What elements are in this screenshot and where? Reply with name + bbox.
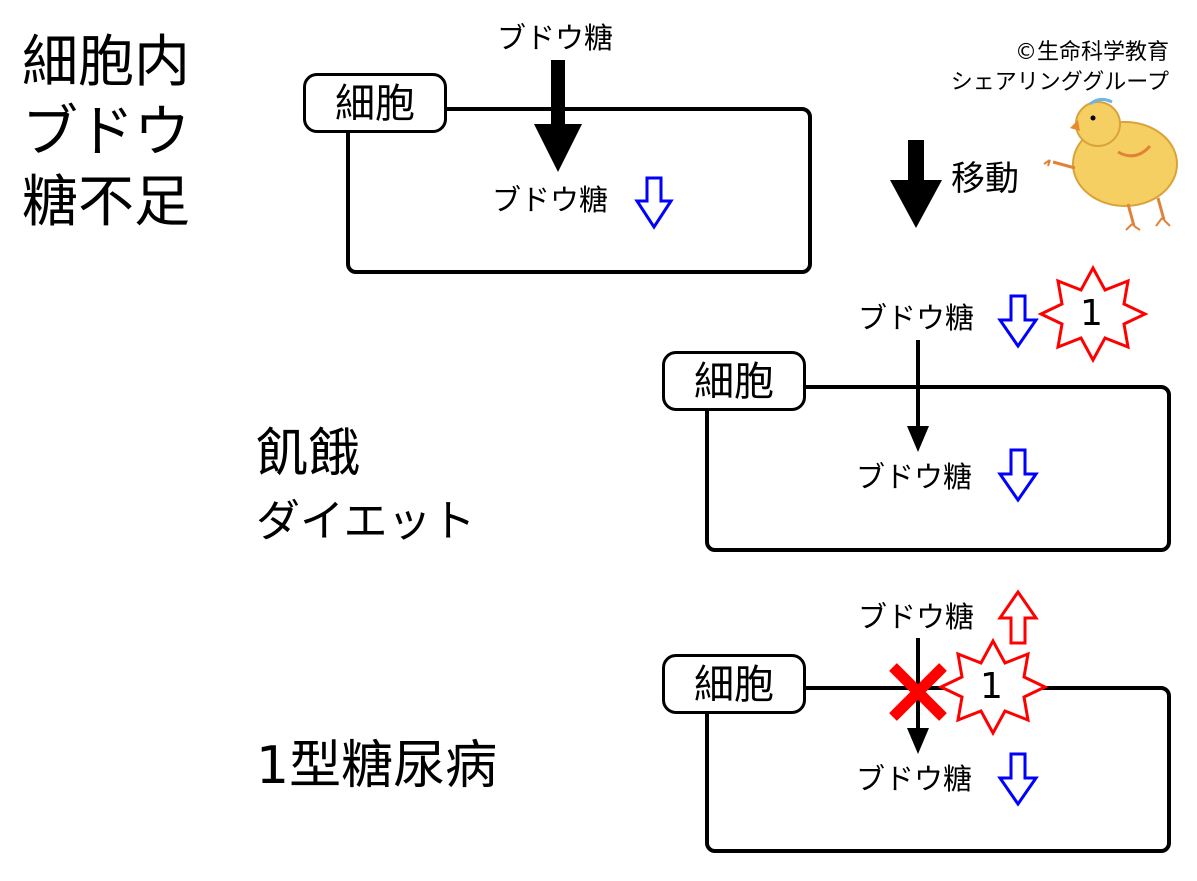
red-starburst-icon — [937, 637, 1049, 737]
copyright-text: ©生命科学教育 シェアリンググループ — [950, 40, 1169, 95]
blue-hollow-down-arrow-icon — [997, 448, 1039, 503]
glucose-label-outside-3: ブドウ糖 — [858, 600, 975, 634]
glucose-label-outside-1: ブドウ糖 — [497, 21, 614, 55]
page-title: 細胞内 ブドウ 糖不足 — [22, 30, 190, 235]
badge-number-2: 1 — [980, 666, 1003, 707]
red-hollow-up-arrow-icon — [997, 589, 1039, 645]
glucose-label-inside-2: ブドウ糖 — [856, 460, 973, 494]
cell-box-2 — [705, 385, 1171, 552]
blue-hollow-down-arrow-icon — [634, 176, 674, 230]
cell-tag-2: 細胞 — [662, 351, 806, 411]
cell-box-1 — [346, 107, 812, 274]
cell-tag-3: 細胞 — [662, 654, 806, 714]
red-x-icon — [889, 663, 947, 721]
blue-hollow-down-arrow-icon — [997, 752, 1039, 807]
label-diet: ダイエット — [256, 496, 476, 547]
glucose-label-inside-1: ブドウ糖 — [492, 183, 609, 217]
glucose-label-outside-2: ブドウ糖 — [858, 301, 975, 335]
blue-hollow-down-arrow-icon — [997, 294, 1039, 349]
move-label: 移動 — [951, 159, 1019, 199]
label-hunger: 飢餓 — [256, 424, 361, 484]
move-arrow-icon — [890, 140, 942, 228]
label-type1-diabetes: 1型糖尿病 — [256, 736, 498, 796]
glucose-flow-arrow-1 — [534, 60, 582, 172]
chick-mascot — [1043, 97, 1178, 231]
glucose-flow-arrow-2 — [907, 340, 929, 452]
badge-number-1: 1 — [1080, 293, 1103, 334]
cell-tag-1: 細胞 — [303, 73, 447, 133]
red-starburst-icon — [1037, 264, 1149, 364]
glucose-label-inside-3: ブドウ糖 — [856, 762, 973, 796]
